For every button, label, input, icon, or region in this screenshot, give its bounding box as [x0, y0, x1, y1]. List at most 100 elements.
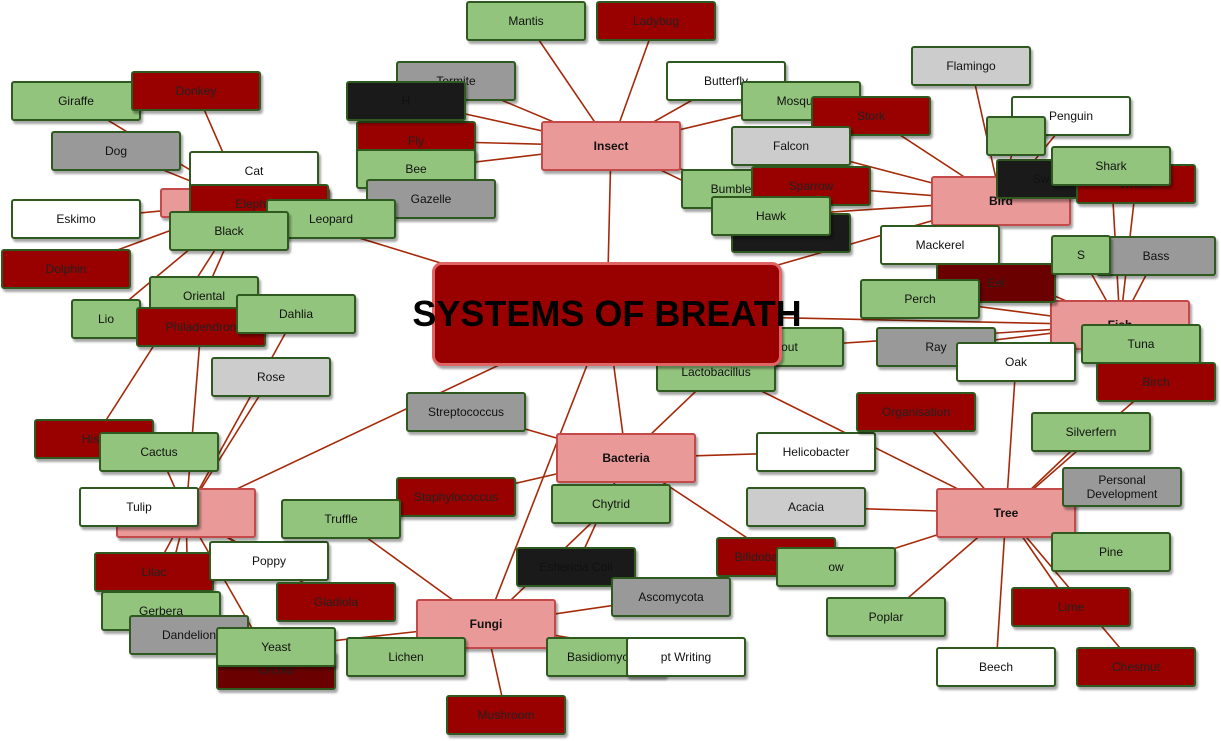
item-node-donkey[interactable]: Donkey	[131, 71, 261, 111]
category-node-bacteria[interactable]: Bacteria	[556, 433, 696, 483]
item-node-birch[interactable]: Birch	[1096, 362, 1216, 402]
item-node-label: Staphylococcus	[413, 490, 499, 504]
item-node-poppy[interactable]: Poppy	[209, 541, 329, 581]
item-node-streptococcus[interactable]: Streptococcus	[406, 392, 526, 432]
item-node-label: Poplar	[868, 610, 904, 624]
item-node-mantis[interactable]: Mantis	[466, 1, 586, 41]
item-node-label: H	[401, 94, 411, 108]
item-node-beech[interactable]: Beech	[936, 647, 1056, 687]
item-node-giraffe[interactable]: Giraffe	[11, 81, 141, 121]
item-node-label: Mushroom	[477, 708, 535, 722]
category-node-insect[interactable]: Insect	[541, 121, 681, 171]
item-node-eskimo[interactable]: Eskimo	[11, 199, 141, 239]
item-node-oak[interactable]: Oak	[956, 342, 1076, 382]
item-node-rose[interactable]: Rose	[211, 357, 331, 397]
item-node-lime[interactable]: Lime	[1011, 587, 1131, 627]
item-node-label: Poppy	[251, 554, 287, 568]
item-node-label: Bass	[1142, 249, 1170, 263]
item-node-label: Lime	[1057, 600, 1084, 614]
item-node-label: Lio	[97, 312, 114, 326]
item-node-label: Oak	[1004, 355, 1027, 369]
item-node-label: Bee	[405, 162, 427, 176]
item-node-dolphin[interactable]: Dolphin	[1, 249, 131, 289]
item-node-label: Chytrid	[591, 497, 630, 511]
item-node-lichen[interactable]: Lichen	[346, 637, 466, 677]
item-node-label: Acacia	[787, 500, 825, 514]
category-node-tree[interactable]: Tree	[936, 488, 1076, 538]
item-node-label: Tulip	[126, 500, 152, 514]
item-node-shark[interactable]: Shark	[1051, 146, 1171, 186]
item-node-label: Cat	[244, 164, 264, 178]
item-node-cactus[interactable]: Cactus	[99, 432, 219, 472]
item-node-label: Stork	[856, 109, 885, 123]
item-node-chytrid[interactable]: Chytrid	[551, 484, 671, 524]
item-node-salmon[interactable]: S	[1051, 235, 1111, 275]
item-node-label: Cactus	[140, 445, 178, 459]
item-node-label: Birch	[1142, 375, 1170, 389]
item-node-truffle[interactable]: Truffle	[281, 499, 401, 539]
item-node-label: pt Writing	[660, 650, 712, 664]
item-node-eagle[interactable]	[986, 116, 1046, 156]
item-node-silverfern[interactable]: Silverfern	[1031, 412, 1151, 452]
item-node-label: Black	[214, 224, 244, 238]
item-node-label: Oriental	[182, 289, 226, 303]
item-node-dog[interactable]: Dog	[51, 131, 181, 171]
item-node-label: Sparrow	[788, 179, 834, 193]
item-node-label: Perch	[904, 292, 936, 306]
item-node-label: S	[1076, 248, 1085, 262]
item-node-label: Shark	[1095, 159, 1127, 173]
item-node-mushroom[interactable]: Mushroom	[446, 695, 566, 735]
item-node-tuna[interactable]: Tuna	[1081, 324, 1201, 364]
item-node-label: Ladybug	[632, 14, 680, 28]
item-node-label: Eshericia Coli	[539, 560, 613, 574]
edge-beech-to-tree	[995, 512, 1007, 668]
item-node-personal[interactable]: Personal Development	[1062, 467, 1182, 507]
item-node-willow[interactable]: ow	[776, 547, 896, 587]
item-node-label: Leopard	[308, 212, 354, 226]
item-node-label: Yeast	[261, 640, 291, 654]
item-node-label: Ray	[925, 340, 947, 354]
item-node-mackerel[interactable]: Mackerel	[880, 225, 1000, 265]
item-node-dahlia[interactable]: Dahlia	[236, 294, 356, 334]
item-node-flamingo[interactable]: Flamingo	[911, 46, 1031, 86]
item-node-label: Flamingo	[946, 59, 996, 73]
item-node-label: Philadendron	[165, 320, 237, 334]
item-node-acacia[interactable]: Acacia	[746, 487, 866, 527]
item-node-label: Lactobacillus	[681, 365, 751, 379]
item-node-label: Organisation	[881, 405, 951, 419]
item-node-black[interactable]: Black	[169, 211, 289, 251]
item-node-label: Hawk	[755, 209, 786, 223]
item-node-poplar[interactable]: Poplar	[826, 597, 946, 637]
item-node-bass[interactable]: Bass	[1096, 236, 1216, 276]
item-node-falcon[interactable]: Falcon	[731, 126, 851, 166]
item-node-chestnut[interactable]: Chestnut	[1076, 647, 1196, 687]
item-node-helicobacter[interactable]: Helicobacter	[756, 432, 876, 472]
item-node-label: Gazelle	[410, 192, 452, 206]
item-node-organisation[interactable]: Organisation	[856, 392, 976, 432]
item-node-label: Lichen	[388, 650, 424, 664]
item-node-gladiola[interactable]: Gladiola	[276, 582, 396, 622]
item-node-label: Pine	[1098, 545, 1124, 559]
item-node-staphylococcus[interactable]: Staphylococcus	[396, 477, 516, 517]
edge-dahlia-to-flower	[185, 313, 297, 514]
category-node-label: Tree	[993, 506, 1019, 520]
item-node-label: Falcon	[772, 139, 810, 153]
item-node-label: Tuna	[1127, 337, 1155, 351]
item-node-label: Gladiola	[313, 595, 359, 609]
item-node-hawk[interactable]: Hawk	[711, 196, 831, 236]
item-node-lion[interactable]: Lio	[71, 299, 141, 339]
item-node-tulip[interactable]: Tulip	[79, 487, 199, 527]
item-node-script[interactable]: pt Writing	[626, 637, 746, 677]
item-node-ladybug[interactable]: Ladybug	[596, 1, 716, 41]
item-node-hornet[interactable]: H	[346, 81, 466, 121]
item-node-yeast[interactable]: Yeast	[216, 627, 336, 667]
category-node-label: Fungi	[469, 617, 503, 631]
item-node-pine[interactable]: Pine	[1051, 532, 1171, 572]
central-topic-center[interactable]: SYSTEMS OF BREATH	[412, 262, 802, 366]
item-node-perch[interactable]: Perch	[860, 279, 980, 319]
item-node-lilac[interactable]: Lilac	[94, 552, 214, 592]
item-node-label: Chestnut	[1111, 660, 1161, 674]
item-node-ascomycota[interactable]: Ascomycota	[611, 577, 731, 617]
item-node-label: Sw	[1032, 172, 1050, 186]
